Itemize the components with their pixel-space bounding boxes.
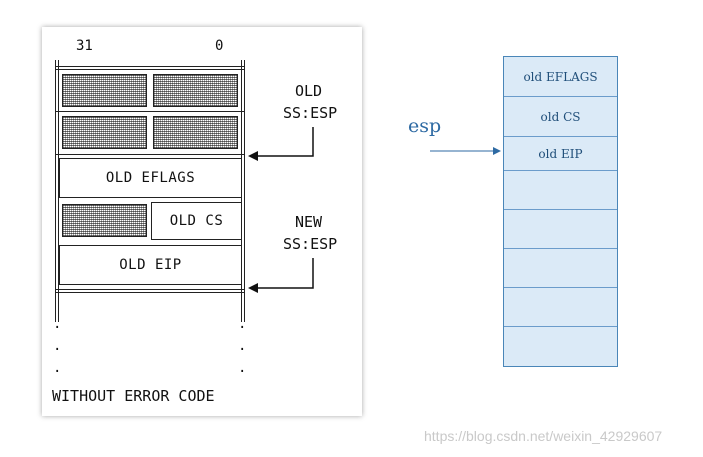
stack-slot: old EIP [504, 137, 617, 171]
left-rail-outer [55, 60, 56, 322]
continuation-dot: . [238, 338, 247, 354]
reserved-cell [62, 116, 147, 149]
continuation-dot: . [53, 316, 62, 332]
right-rail-outer [244, 60, 245, 322]
watermark: https://blog.csdn.net/weixin_42929607 [424, 428, 663, 444]
row-divider [55, 154, 245, 155]
esp-arrowhead [493, 147, 501, 155]
old-ss-esp-arrow [256, 127, 314, 157]
bit-31-label: 31 [76, 38, 93, 54]
old-eflags-cell: OLD EFLAGS [59, 158, 242, 198]
left-rail-inner [58, 60, 59, 322]
stack-slot [504, 288, 617, 327]
figure-caption: WITHOUT ERROR CODE [52, 387, 215, 405]
reserved-cell [153, 74, 238, 107]
continuation-dot: . [53, 360, 62, 376]
new-ss-esp-label-line2: SS:ESP [283, 235, 338, 253]
new-ss-esp-arrow [256, 258, 314, 289]
top-border-2 [55, 69, 245, 70]
bit-0-label: 0 [215, 38, 224, 54]
old-ss-esp-label-line1: OLD [295, 82, 323, 100]
new-ss-esp-label-line1: NEW [295, 213, 323, 231]
top-border [55, 66, 245, 67]
row-divider-2 [55, 292, 245, 293]
reserved-cell [62, 74, 147, 107]
reserved-cell [62, 204, 147, 237]
continuation-dot: . [238, 360, 247, 376]
continuation-dot: . [238, 316, 247, 332]
row-divider [55, 289, 245, 290]
new-ss-esp-arrowhead [248, 283, 258, 293]
old-ss-esp-arrowhead [248, 151, 258, 161]
esp-label: esp [408, 115, 442, 137]
old-ss-esp-label-line2: SS:ESP [283, 104, 338, 122]
stack-slot: old CS [504, 97, 617, 137]
row-divider [55, 111, 245, 112]
old-cs-cell: OLD CS [151, 202, 242, 240]
old-eip-cell: OLD EIP [59, 245, 242, 285]
stack-slot [504, 327, 617, 366]
continuation-dot: . [53, 338, 62, 354]
stack-slot [504, 210, 617, 249]
stack-slot [504, 171, 617, 210]
stack-slot [504, 249, 617, 288]
reserved-cell [153, 116, 238, 149]
stack-slot: old EFLAGS [504, 57, 617, 97]
